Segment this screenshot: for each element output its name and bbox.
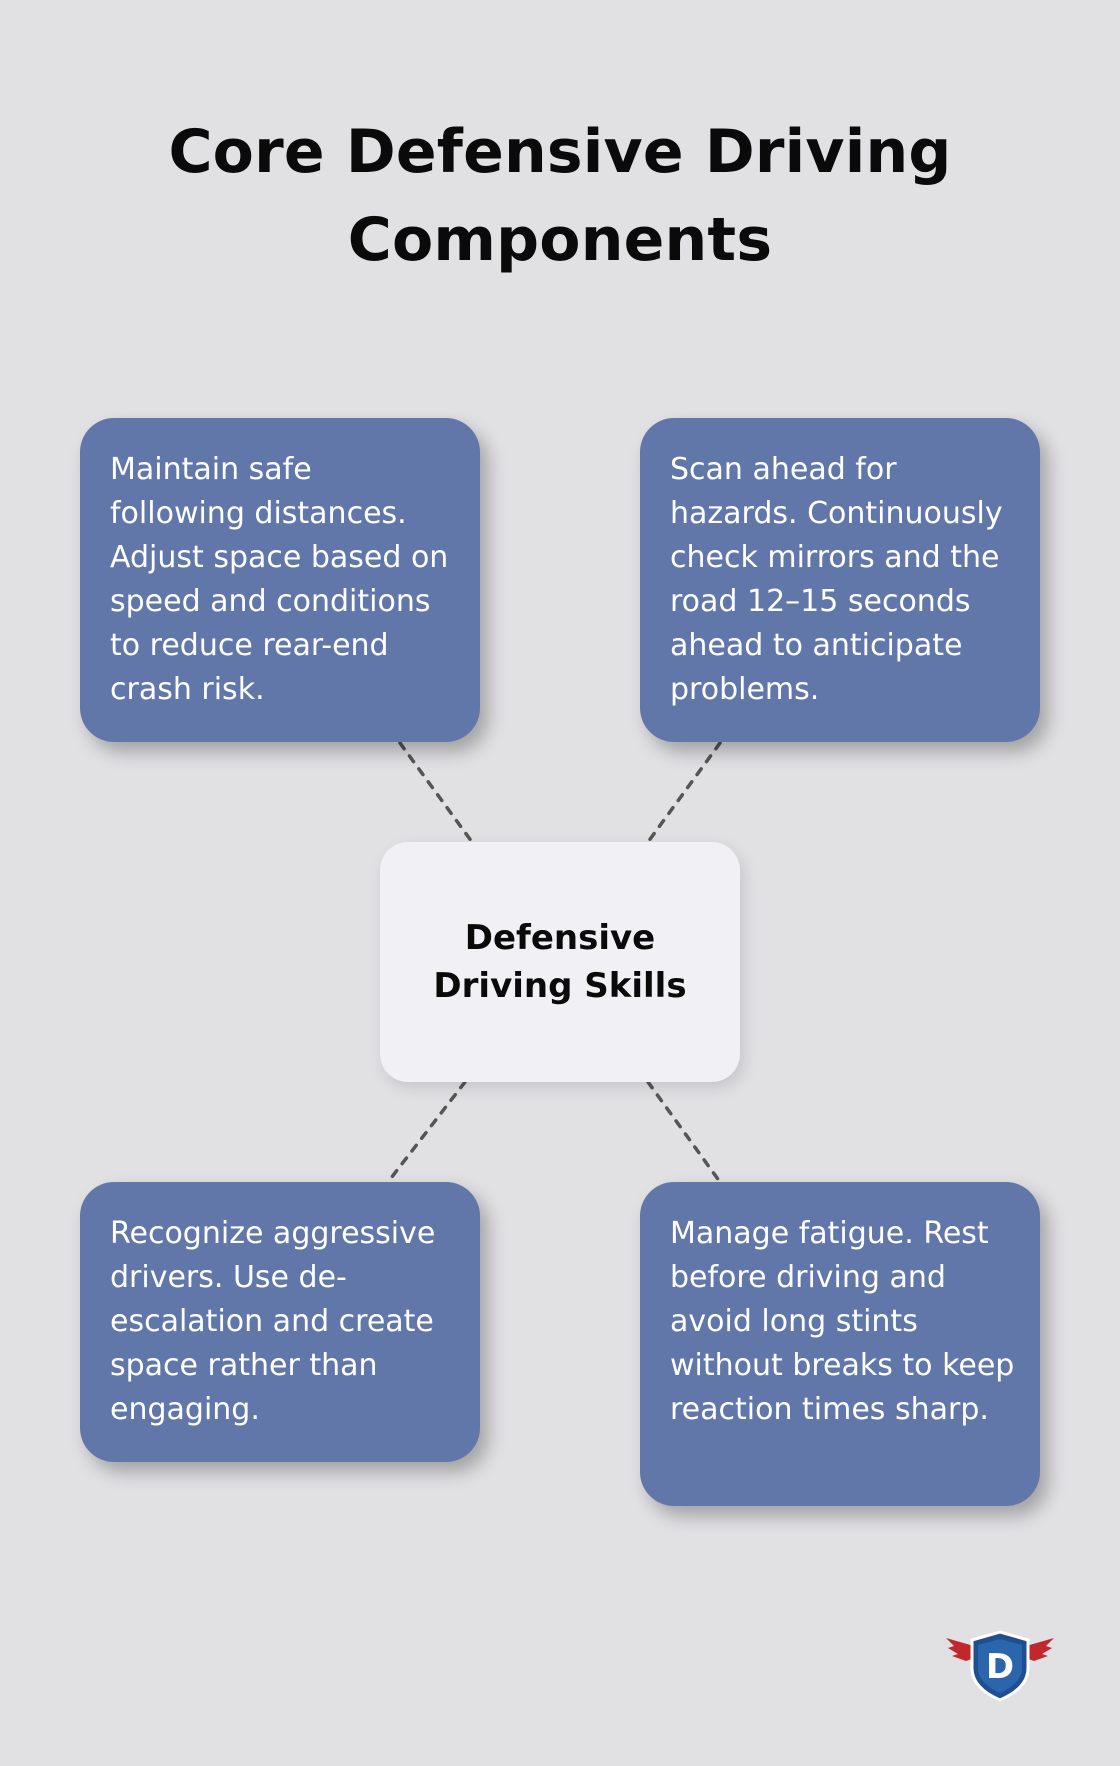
page-title: Core Defensive Driving Components <box>168 117 952 275</box>
component-card-scan-ahead: Scan ahead for hazards. Continuously che… <box>640 418 1040 742</box>
component-card-following-distance: Maintain safe following distances. Adjus… <box>80 418 480 742</box>
component-text: Scan ahead for hazards. Continuously che… <box>670 452 1003 707</box>
center-node-label: Defensive Driving Skills <box>433 918 687 1006</box>
connector-top-right <box>646 741 722 844</box>
connector-top-left <box>398 741 474 844</box>
component-text: Manage fatigue. Rest before driving and … <box>670 1216 1015 1427</box>
winged-shield-icon: D <box>946 1630 1054 1702</box>
component-text: Maintain safe following distances. Adjus… <box>110 452 449 707</box>
component-text: Recognize aggressive drivers. Use de-esc… <box>110 1216 436 1427</box>
connector-bottom-left <box>386 1080 467 1184</box>
center-node: Defensive Driving Skills <box>380 842 740 1082</box>
connector-bottom-right <box>646 1080 722 1184</box>
logo-letter: D <box>986 1647 1014 1687</box>
component-card-manage-fatigue: Manage fatigue. Rest before driving and … <box>640 1182 1040 1506</box>
component-card-aggressive-drivers: Recognize aggressive drivers. Use de-esc… <box>80 1182 480 1462</box>
